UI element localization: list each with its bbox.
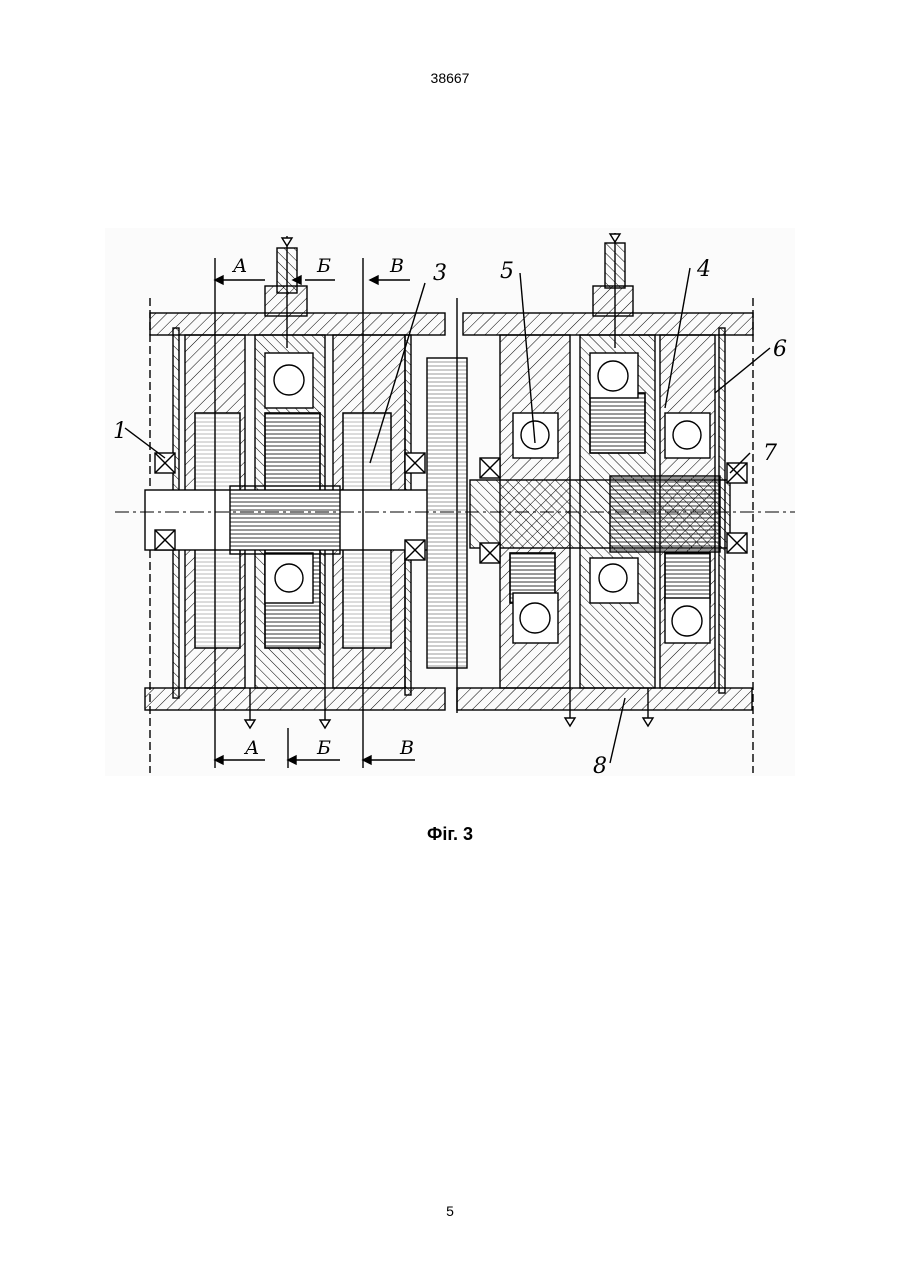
section-label-b-top: Б	[316, 255, 331, 277]
left-unit	[125, 236, 445, 773]
figure-caption: Фіг. 3	[0, 824, 900, 845]
part-label-6: 6	[773, 337, 787, 362]
section-label-v-bottom: В	[399, 737, 414, 759]
part-label-3: 3	[433, 261, 447, 286]
right-unit	[457, 233, 770, 773]
section-label-v-top: В	[389, 255, 404, 277]
part-label-1: 1	[113, 419, 127, 444]
part-label-5: 5	[500, 259, 514, 284]
part-label-4: 4	[696, 257, 711, 282]
part-label-8: 8	[593, 754, 607, 776]
section-label-b-bottom: Б	[316, 737, 331, 759]
document-number: 38667	[0, 70, 900, 86]
part-label-7: 7	[763, 441, 777, 466]
page-number: 5	[0, 1203, 900, 1219]
technical-drawing: 1 3 4 5 6 7 8 А Б В А Б В	[105, 228, 795, 776]
middle-gear	[427, 358, 467, 668]
section-label-a-bottom: А	[243, 737, 259, 759]
section-label-a-top: А	[231, 255, 247, 277]
